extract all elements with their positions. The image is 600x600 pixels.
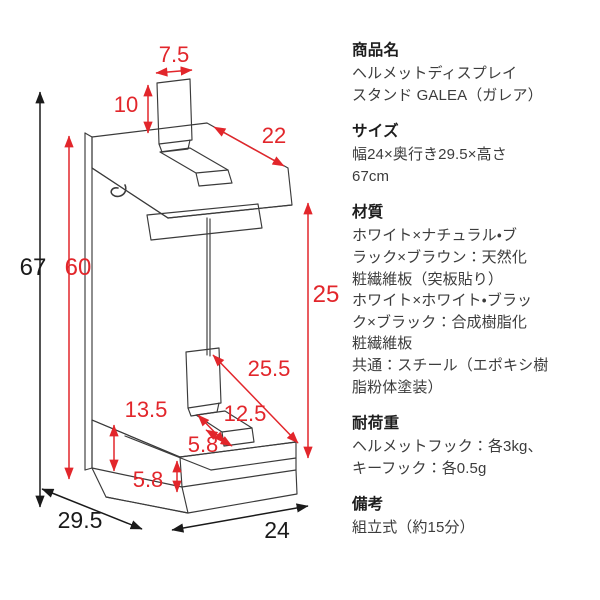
dim-label-60: 60: [65, 254, 92, 281]
spec-title-material: 材質: [352, 204, 384, 222]
spec-title-size: サイズ: [352, 123, 399, 141]
dim-label-25: 25: [313, 281, 340, 308]
dim-label-5-8-base: 5.8: [133, 467, 164, 492]
spec-title-product-name: 商品名: [352, 42, 400, 59]
dim-label-13-5: 13.5: [125, 397, 168, 422]
dim-label-22: 22: [262, 123, 286, 148]
spec-body-remarks: 組立式（約15分）: [352, 519, 475, 537]
key-hook-detail: [110, 184, 127, 198]
spec-section-size: サイズ 幅24×奥行き29.5×高さ 67cm: [352, 121, 590, 187]
spec-section-product-name: 商品名 ヘルメットディスプレイ スタンド GALEA（ガレア）: [352, 40, 590, 106]
product-dimension-drawing: 7.5 10 22 67 60 25 25.5 13.5 12.5 5.8 5.…: [20, 42, 340, 543]
spec-body-product-name: ヘルメットディスプレイ スタンド GALEA（ガレア）: [352, 65, 543, 104]
dim-label-10: 10: [114, 92, 138, 117]
dim-label-67: 67: [20, 254, 47, 281]
specification-panel: 商品名 ヘルメットディスプレイ スタンド GALEA（ガレア） サイズ 幅24×…: [352, 40, 590, 539]
dim-label-12-5: 12.5: [224, 401, 267, 426]
spec-body-load-capacity: ヘルメットフック：各3kg、 キーフック：各0.5g: [352, 438, 543, 477]
spec-body-material: ホワイト×ナチュラル・ブ ラック×ブラウン：天然化 粧繊維板（突板貼り） ホワイ…: [352, 227, 549, 396]
stand-outline: [84, 78, 298, 514]
dim-label-24: 24: [264, 517, 290, 543]
red-dimension-lines: [64, 66, 313, 493]
spec-section-material: 材質 ホワイト×ナチュラル・ブ ラック×ブラウン：天然化 粧繊維板（突板貼り） …: [352, 202, 590, 398]
spec-section-remarks: 備考 組立式（約15分）: [352, 494, 590, 539]
spec-title-load-capacity: 耐荷重: [352, 415, 400, 433]
dim-label-5-8-slot: 5.8: [188, 432, 219, 457]
dim-label-7-5: 7.5: [159, 42, 190, 67]
spec-body-size: 幅24×奥行き29.5×高さ 67cm: [352, 146, 507, 185]
dim-label-29-5: 29.5: [58, 507, 103, 533]
black-dimension-lines: [35, 91, 309, 533]
spec-section-load-capacity: 耐荷重 ヘルメットフック：各3kg、 キーフック：各0.5g: [352, 413, 590, 479]
upper-helmet-hook: [156, 78, 193, 145]
spec-title-remarks: 備考: [352, 496, 384, 514]
dim-label-25-5: 25.5: [248, 356, 291, 381]
